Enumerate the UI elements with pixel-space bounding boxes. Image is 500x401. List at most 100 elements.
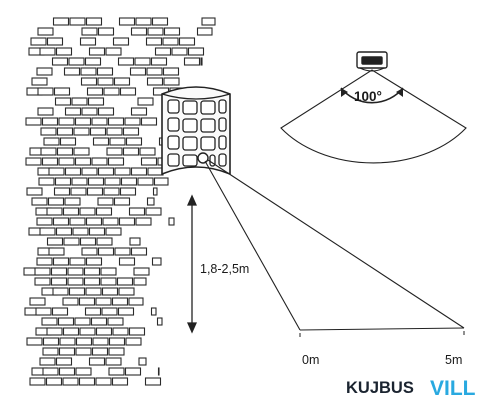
brick bbox=[54, 97, 72, 106]
brick bbox=[62, 327, 80, 336]
brick bbox=[67, 277, 84, 286]
brick bbox=[46, 327, 63, 336]
brick bbox=[78, 377, 96, 386]
brick bbox=[146, 77, 164, 86]
brick bbox=[81, 247, 98, 256]
brick bbox=[72, 227, 89, 236]
brick bbox=[62, 207, 80, 216]
brick bbox=[145, 207, 162, 216]
brick bbox=[36, 257, 53, 266]
brick bbox=[42, 337, 60, 346]
brick bbox=[119, 87, 137, 96]
brick bbox=[162, 67, 180, 76]
brick bbox=[125, 137, 143, 146]
brick bbox=[124, 367, 142, 376]
brick bbox=[163, 77, 180, 86]
brick bbox=[154, 47, 172, 56]
brick bbox=[48, 247, 65, 256]
brick bbox=[58, 117, 75, 126]
brick bbox=[41, 117, 59, 126]
brick bbox=[113, 197, 131, 206]
brick bbox=[97, 27, 115, 36]
brick bbox=[81, 107, 98, 116]
brick bbox=[91, 157, 108, 166]
brick bbox=[107, 317, 124, 326]
brick bbox=[39, 357, 56, 366]
brick bbox=[89, 127, 107, 136]
brick bbox=[130, 27, 148, 36]
brick bbox=[88, 357, 106, 366]
brick bbox=[39, 47, 56, 56]
brick bbox=[79, 327, 96, 336]
brick bbox=[68, 57, 85, 66]
brick bbox=[196, 27, 213, 36]
brick bbox=[117, 57, 135, 66]
brick bbox=[80, 67, 97, 76]
brick bbox=[113, 77, 131, 86]
brick bbox=[107, 117, 125, 126]
brick bbox=[118, 287, 135, 296]
brick bbox=[101, 307, 118, 316]
brick bbox=[46, 207, 63, 216]
brick bbox=[25, 117, 42, 126]
brick bbox=[30, 37, 47, 46]
brick bbox=[171, 47, 188, 56]
brick bbox=[86, 87, 104, 96]
brick-wall-icon bbox=[23, 17, 216, 386]
brick bbox=[84, 307, 102, 316]
brand-logo: KUJBUS VILL bbox=[346, 377, 476, 400]
brick bbox=[137, 177, 154, 186]
distance-markers bbox=[299, 331, 465, 337]
distance-end-label: 5m bbox=[445, 353, 462, 367]
brick bbox=[73, 147, 90, 156]
brick bbox=[57, 317, 75, 326]
brick bbox=[129, 67, 147, 76]
brick bbox=[187, 47, 205, 56]
brick bbox=[31, 77, 48, 86]
brick bbox=[135, 17, 152, 26]
brand-name-part1: KUJBUS bbox=[346, 379, 414, 397]
brick bbox=[107, 157, 125, 166]
brick bbox=[116, 277, 134, 286]
brick bbox=[29, 377, 46, 386]
brick bbox=[64, 197, 81, 206]
brick bbox=[53, 187, 71, 196]
height-label: 1,8-2,5m bbox=[200, 262, 249, 276]
brick bbox=[55, 47, 73, 56]
brick bbox=[45, 377, 63, 386]
brick bbox=[178, 37, 196, 46]
brick bbox=[134, 57, 151, 66]
brick bbox=[69, 257, 86, 266]
brick bbox=[147, 27, 164, 36]
brick bbox=[120, 177, 138, 186]
brick bbox=[63, 237, 80, 246]
brick bbox=[75, 367, 92, 376]
brick bbox=[58, 347, 76, 356]
brick bbox=[128, 297, 144, 306]
brick bbox=[74, 157, 92, 166]
brick bbox=[128, 207, 146, 216]
brick bbox=[50, 267, 68, 276]
brick bbox=[58, 157, 75, 166]
brick bbox=[103, 187, 120, 196]
brick bbox=[51, 307, 69, 316]
brick bbox=[75, 337, 93, 346]
brick bbox=[55, 357, 73, 366]
brick bbox=[52, 17, 70, 26]
brick bbox=[152, 187, 158, 196]
brick bbox=[79, 237, 97, 246]
brick bbox=[104, 177, 121, 186]
brick bbox=[85, 287, 102, 296]
brick bbox=[97, 107, 115, 116]
brick bbox=[103, 87, 120, 96]
brick bbox=[41, 317, 58, 326]
brick bbox=[97, 77, 114, 86]
brick bbox=[79, 37, 97, 46]
brick bbox=[111, 377, 129, 386]
height-arrow bbox=[186, 194, 198, 334]
brick bbox=[47, 197, 65, 206]
brick bbox=[140, 157, 158, 166]
brick bbox=[106, 127, 123, 136]
brick bbox=[80, 77, 98, 86]
